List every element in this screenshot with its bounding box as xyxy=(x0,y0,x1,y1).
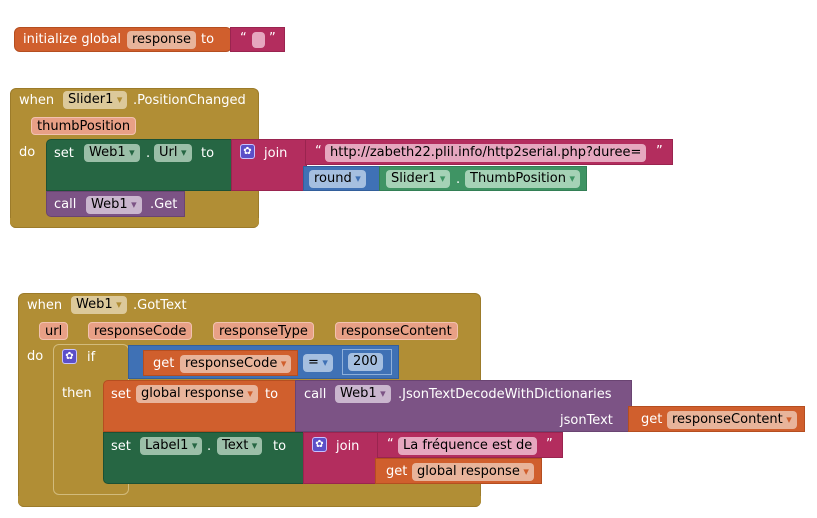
event-name-label: .PositionChanged xyxy=(133,93,246,108)
gear-icon[interactable]: ✿ xyxy=(240,144,255,159)
param-responsetype[interactable]: responseType xyxy=(213,322,314,340)
join-label: join xyxy=(336,439,360,454)
get-responsecode-block[interactable]: get responseCode xyxy=(143,350,298,376)
do-label: do xyxy=(27,349,44,364)
slider1-component-dropdown[interactable]: Slider1 xyxy=(386,170,451,188)
call-label: call xyxy=(54,197,77,212)
thumbposition-property-dropdown[interactable]: ThumbPosition xyxy=(465,170,580,188)
url-property-dropdown[interactable]: Url xyxy=(154,144,192,162)
empty-text-field[interactable] xyxy=(252,32,265,48)
global-variable-name-field[interactable]: response xyxy=(127,31,197,49)
get-responsecontent-block[interactable]: get responseContent xyxy=(628,406,805,432)
param-responsecode[interactable]: responseCode xyxy=(88,322,193,340)
empty-text-block[interactable]: “ ” xyxy=(230,27,285,52)
compare-operator-dropdown[interactable]: = xyxy=(303,354,333,372)
round-block[interactable]: round xyxy=(303,166,383,191)
do-label: do xyxy=(19,145,36,160)
jsontext-arg-label: jsonText xyxy=(560,413,613,428)
round-operator-dropdown[interactable]: round xyxy=(309,170,366,188)
param-url[interactable]: url xyxy=(39,322,69,340)
set-label: set xyxy=(111,387,131,402)
join-block[interactable]: ✿ join xyxy=(231,139,307,191)
global-response-dropdown[interactable]: global response xyxy=(412,463,534,481)
url-text-block[interactable]: “ http://zabeth22.plil.info/http2serial.… xyxy=(305,139,673,165)
if-label: if xyxy=(87,350,96,365)
to-label: to xyxy=(201,146,215,161)
get-label: get xyxy=(153,356,175,371)
join-block[interactable]: ✿ join xyxy=(303,432,379,484)
open-quote: “ xyxy=(240,31,247,46)
close-quote: ” xyxy=(269,31,276,46)
when-label: when xyxy=(27,298,63,313)
dot-label: . xyxy=(207,439,212,454)
close-quote: ” xyxy=(656,144,663,159)
call-label: call xyxy=(304,387,327,402)
set-global-response-block[interactable]: set global response to xyxy=(103,380,298,432)
to-label: to xyxy=(273,439,287,454)
responsecode-variable-dropdown[interactable]: responseCode xyxy=(180,355,292,373)
dot-label: . xyxy=(146,146,151,161)
web1-component-dropdown[interactable]: Web1 xyxy=(84,144,140,162)
global-response-dropdown[interactable]: global response xyxy=(136,385,258,403)
set-label-text-block[interactable]: set Label1 . Text to xyxy=(103,432,305,484)
initialize-global-label: initialize global xyxy=(23,32,121,47)
then-label: then xyxy=(62,386,92,401)
web1-component-dropdown[interactable]: Web1 xyxy=(335,385,391,403)
close-quote: ” xyxy=(546,437,553,452)
responsecontent-variable-dropdown[interactable]: responseContent xyxy=(667,411,797,429)
web1-component-dropdown[interactable]: Web1 xyxy=(86,196,142,214)
method-label: .Get xyxy=(150,197,178,212)
call-web-get-block[interactable]: call Web1 .Get xyxy=(46,191,185,217)
event-name-label: .GotText xyxy=(133,298,187,313)
number-field[interactable]: 200 xyxy=(348,353,383,371)
get-label: get xyxy=(641,412,663,427)
slider-component-dropdown[interactable]: Slider1 xyxy=(63,91,128,109)
set-label: set xyxy=(111,439,131,454)
frequency-text-field[interactable]: La fréquence est de xyxy=(398,437,538,455)
json-decode-call-block[interactable]: call Web1 .JsonTextDecodeWithDictionarie… xyxy=(295,380,632,432)
join-label: join xyxy=(264,146,288,161)
param-responsecontent[interactable]: responseContent xyxy=(335,322,458,340)
to-label: to xyxy=(201,32,215,47)
set-web-url-block[interactable]: set Web1 . Url to xyxy=(46,139,233,191)
label1-component-dropdown[interactable]: Label1 xyxy=(140,437,203,455)
gear-icon[interactable]: ✿ xyxy=(312,437,327,452)
event-footer xyxy=(18,496,481,507)
open-quote: “ xyxy=(315,144,322,159)
slider-thumbposition-getter[interactable]: Slider1 . ThumbPosition xyxy=(379,166,587,191)
param-thumbposition[interactable]: thumbPosition xyxy=(31,117,137,135)
open-quote: “ xyxy=(387,437,394,452)
url-text-field[interactable]: http://zabeth22.plil.info/http2serial.ph… xyxy=(325,144,647,162)
get-label: get xyxy=(386,464,408,479)
web1-component-dropdown[interactable]: Web1 xyxy=(71,296,127,314)
event-footer xyxy=(10,218,259,228)
gear-icon[interactable]: ✿ xyxy=(62,349,77,364)
initialize-global-block[interactable]: initialize global response to xyxy=(14,27,232,52)
number-block[interactable]: 200 xyxy=(342,349,392,375)
when-label: when xyxy=(19,93,55,108)
text-property-dropdown[interactable]: Text xyxy=(217,437,263,455)
method-label: .JsonTextDecodeWithDictionaries xyxy=(398,387,612,402)
frequency-text-block[interactable]: “ La fréquence est de ” xyxy=(377,432,563,458)
get-global-response-block[interactable]: get global response xyxy=(375,458,542,484)
to-label: to xyxy=(265,387,279,402)
set-label: set xyxy=(54,146,74,161)
dot-label: . xyxy=(456,172,461,187)
